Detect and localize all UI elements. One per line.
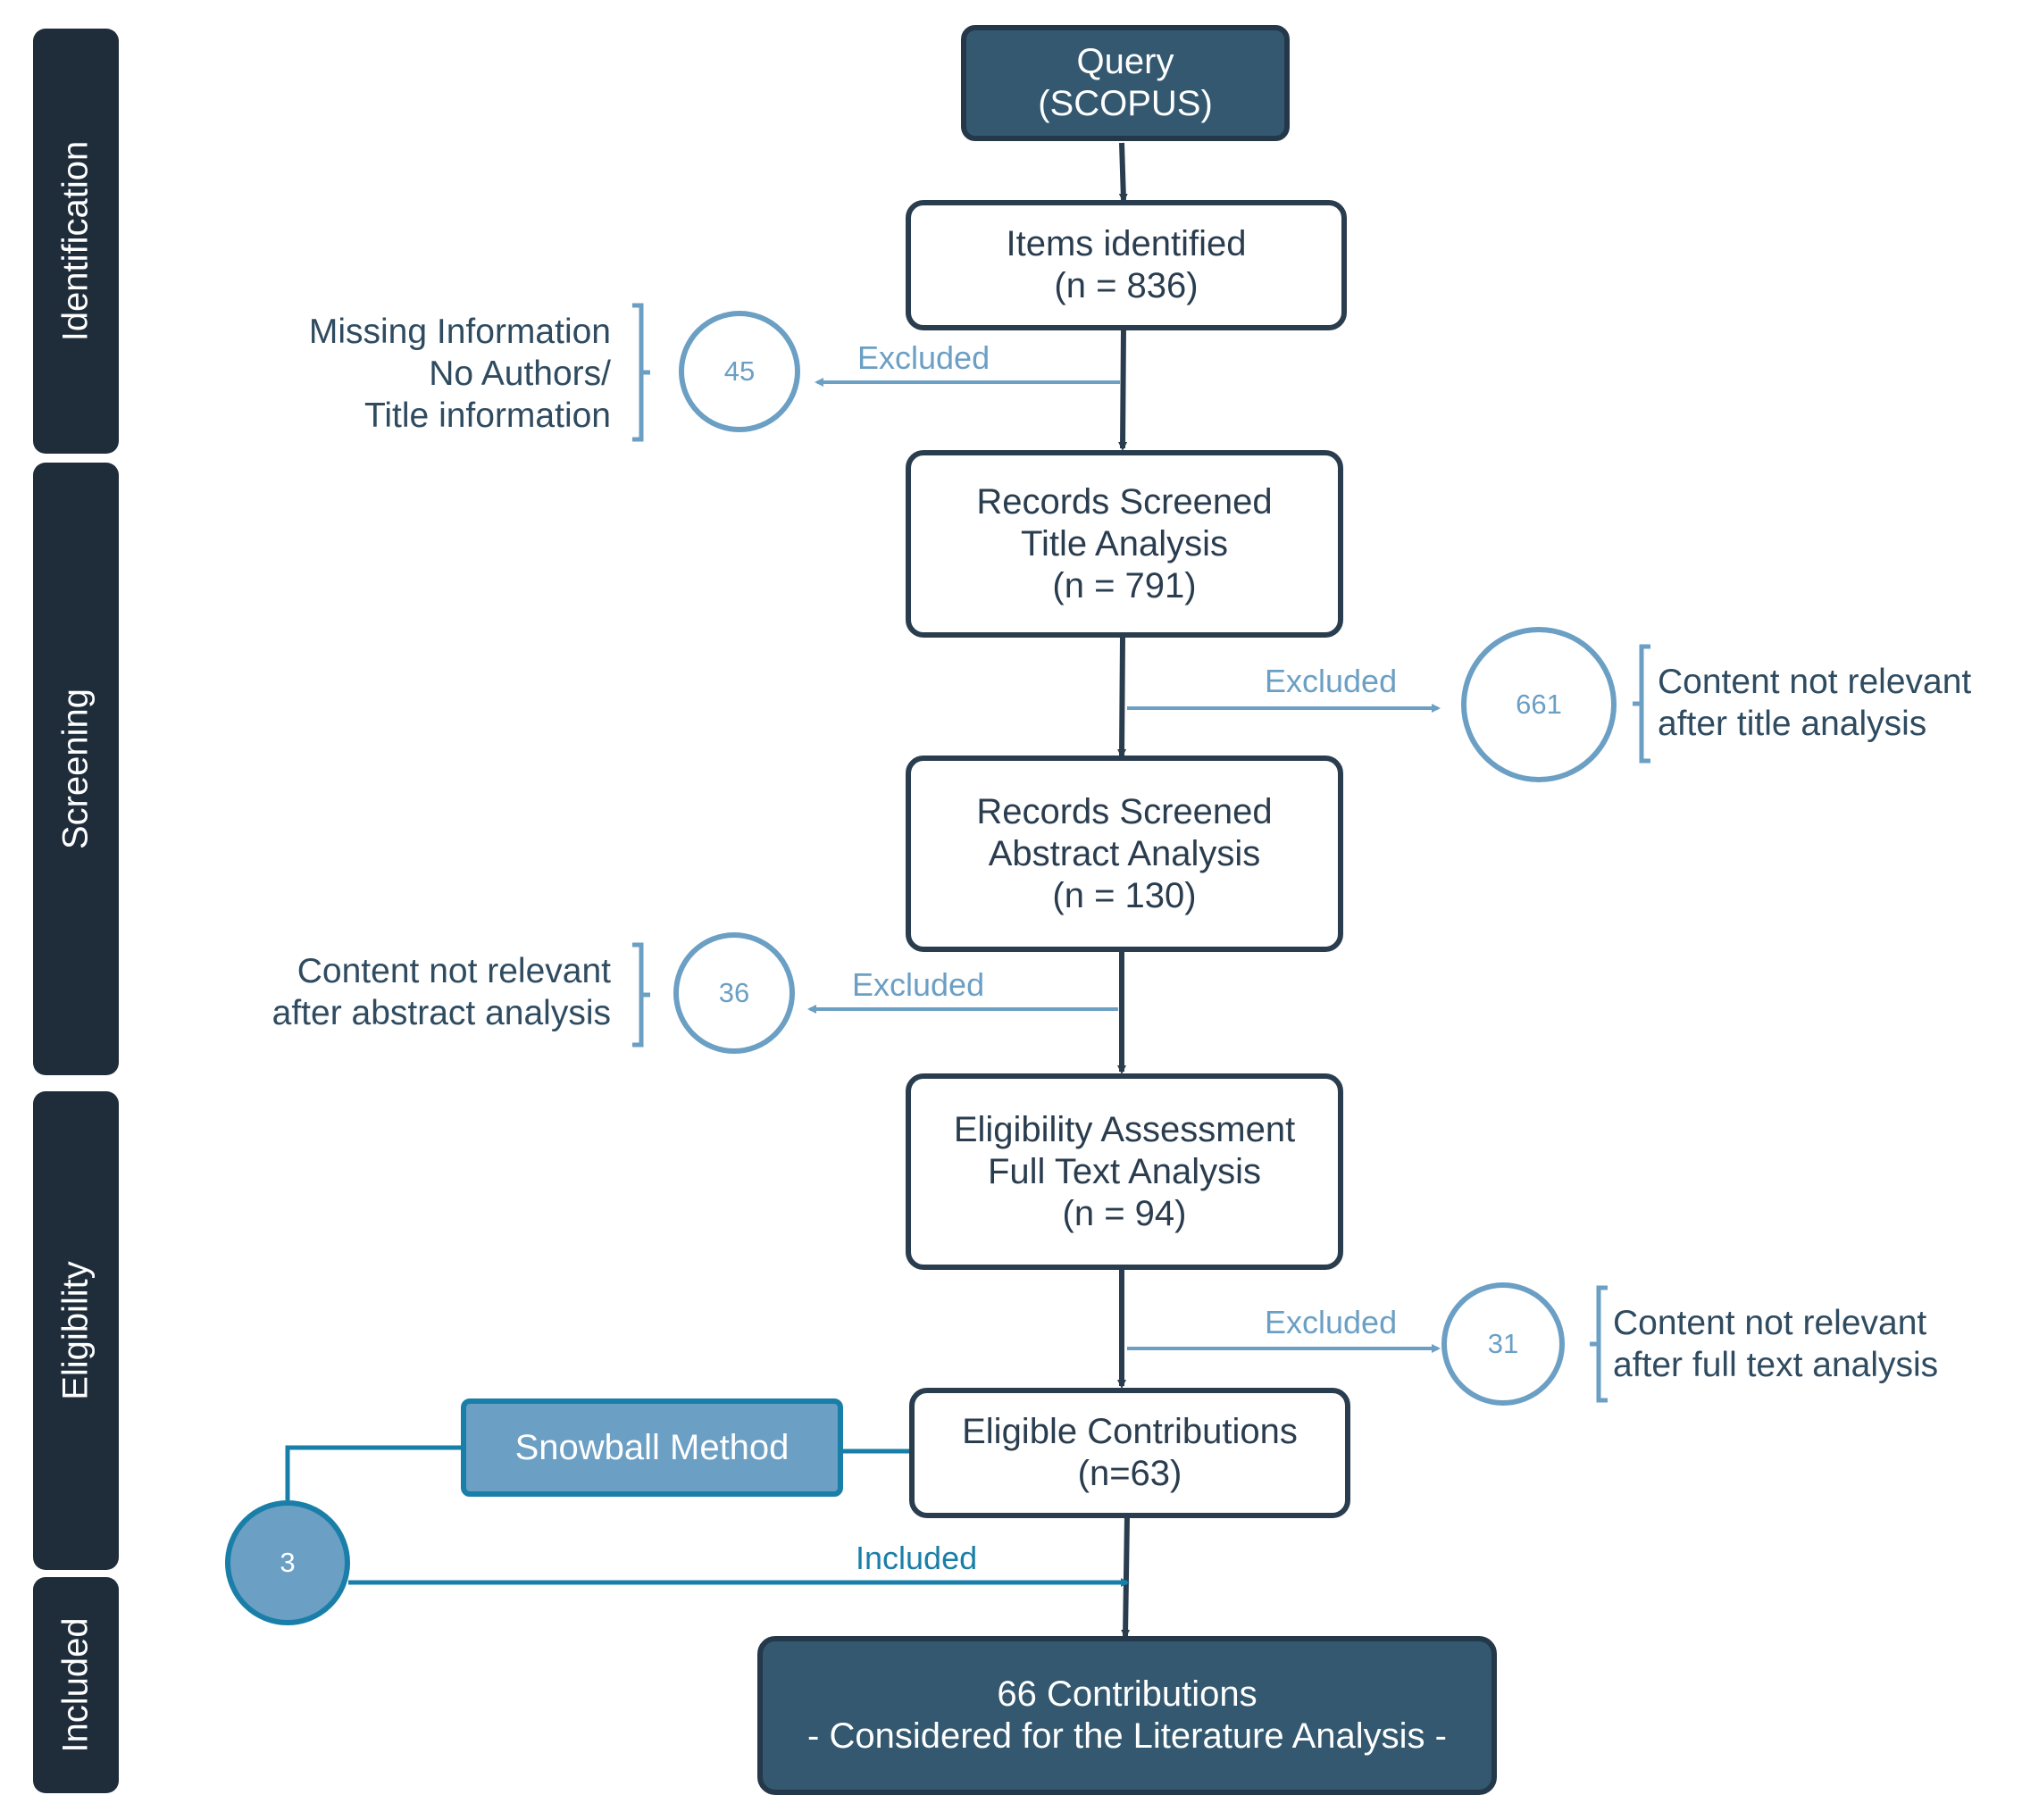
bracket-45	[632, 303, 650, 442]
query-box: Query (SCOPUS)	[961, 25, 1290, 141]
reason-line: Missing Information	[308, 313, 611, 351]
phase-label: Identification	[55, 140, 96, 342]
box-line: Abstract Analysis	[988, 833, 1261, 873]
included-count: 3	[280, 1547, 296, 1578]
reason-line: Content not relevant	[1658, 663, 1972, 701]
snowball-method-box: Snowball Method	[461, 1398, 843, 1497]
excluded-count: 31	[1487, 1328, 1519, 1359]
snowball-loop-connector	[285, 1445, 463, 1500]
box-line: (n = 94)	[1062, 1193, 1187, 1233]
flow-arrow-eligible-final	[1121, 1515, 1131, 1639]
excluded-count: 661	[1516, 689, 1562, 720]
reason-line: Content not relevant	[297, 952, 611, 990]
box-line: Snowball Method	[514, 1427, 790, 1467]
box-line: (n = 791)	[1052, 565, 1197, 605]
box-line: Records Screened	[976, 481, 1273, 522]
bracket-36	[632, 942, 650, 1048]
box-line: Title Analysis	[1021, 523, 1228, 564]
final-contributions-box: 66 Contributions - Considered for the Li…	[757, 1636, 1497, 1795]
included-label: Included	[856, 1540, 978, 1576]
box-line: (n=63)	[1077, 1454, 1182, 1493]
eligible-contributions-box: Eligible Contributions (n=63)	[909, 1388, 1350, 1518]
abstract-screening-box: Records Screened Abstract Analysis (n = …	[906, 756, 1343, 952]
flow-arrow-query-identified	[1118, 142, 1128, 203]
reason-line: Title information	[364, 397, 611, 435]
excluded-label: Excluded	[1265, 663, 1398, 699]
excluded-label: Excluded	[857, 339, 990, 376]
reason-line: after abstract analysis	[272, 994, 611, 1032]
excluded-count-circle-661: 661	[1461, 627, 1617, 782]
bracket-31	[1590, 1285, 1608, 1403]
box-line: Eligible Contributions	[962, 1412, 1298, 1451]
phase-label: Eligibility	[55, 1261, 96, 1400]
excluded-count-circle-36: 36	[673, 932, 795, 1054]
reason-line: Content not relevant	[1613, 1304, 1927, 1342]
excluded-count-circle-31: 31	[1441, 1282, 1565, 1406]
phase-eligibility: Eligibility	[33, 1091, 119, 1570]
title-screening-box: Records Screened Title Analysis (n = 791…	[906, 450, 1343, 638]
box-line: Eligibility Assessment	[953, 1109, 1296, 1149]
phase-label: Screening	[55, 688, 96, 850]
exclusion-reason-661: Content not relevant after title analysi…	[1658, 661, 1971, 745]
eligibility-assessment-box: Eligibility Assessment Full Text Analysi…	[906, 1073, 1343, 1270]
phase-label: Included	[55, 1617, 96, 1753]
excluded-count-circle-45: 45	[679, 311, 800, 432]
box-line: Query	[1076, 42, 1174, 81]
phase-included: Included	[33, 1577, 119, 1793]
phase-identification: Identification	[33, 29, 119, 454]
box-line: Records Screened	[976, 791, 1273, 831]
excluded-label: Excluded	[1265, 1304, 1398, 1340]
box-line: Items identified	[1006, 224, 1247, 263]
box-line: (n = 130)	[1052, 875, 1197, 915]
excluded-count: 45	[723, 355, 756, 387]
excluded-label: Excluded	[852, 966, 985, 1003]
reason-line: after full text analysis	[1613, 1346, 1939, 1384]
box-line: Full Text Analysis	[987, 1151, 1262, 1191]
phase-screening: Screening	[33, 463, 119, 1075]
box-line: 66 Contributions	[997, 1674, 1257, 1714]
box-line: (n = 836)	[1054, 266, 1199, 305]
reason-line: No Authors/	[429, 355, 611, 393]
exclusion-reason-31: Content not relevant after full text ana…	[1613, 1302, 1938, 1386]
bracket-661	[1633, 644, 1650, 764]
items-identified-box: Items identified (n = 836)	[906, 200, 1347, 330]
exclusion-reason-36: Content not relevant after abstract anal…	[214, 950, 611, 1034]
reason-line: after title analysis	[1658, 705, 1927, 743]
box-line: - Considered for the Literature Analysis…	[807, 1716, 1447, 1756]
flow-arrow-title-abstract	[1117, 635, 1127, 758]
box-line: (SCOPUS)	[1038, 84, 1213, 123]
included-count-circle: 3	[225, 1500, 350, 1625]
exclusion-reason-45: Missing Information No Authors/ Title in…	[250, 311, 611, 437]
excluded-count: 36	[718, 977, 750, 1008]
flow-arrow-identified-title	[1118, 328, 1128, 451]
